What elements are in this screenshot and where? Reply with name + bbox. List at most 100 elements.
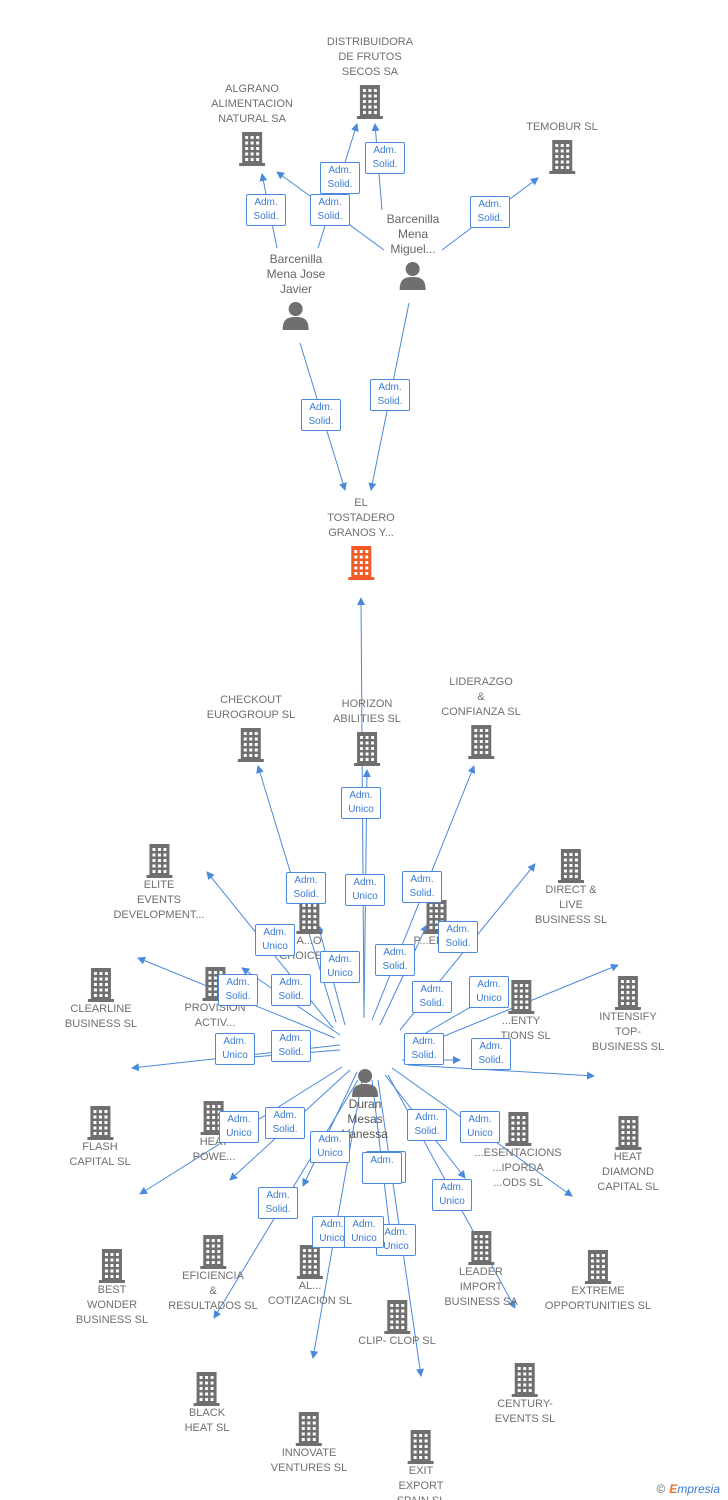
building-icon	[113, 842, 204, 878]
relation-badge[interactable]: Adm. Solid.	[365, 142, 405, 174]
company-node-century[interactable]: CENTURY- EVENTS SL	[494, 1358, 556, 1427]
node-label: EL TOSTADERO GRANOS Y...	[327, 497, 395, 539]
person-node-p-miguel[interactable]: Barcenilla Mena Miguel...	[386, 212, 440, 290]
copyright-symbol: ©	[656, 1482, 666, 1496]
relation-badge[interactable]: Adm. Solid.	[320, 162, 360, 194]
relation-badge[interactable]: Adm. Solid.	[404, 1033, 444, 1065]
relation-badge[interactable]: Adm. Solid.	[370, 379, 410, 411]
building-icon	[168, 1233, 257, 1269]
relation-badge[interactable]: Adm. Solid.	[218, 974, 258, 1006]
relation-badge[interactable]: Adm. Solid.	[310, 194, 350, 226]
relation-badge[interactable]: Adm. Solid.	[286, 872, 326, 904]
company-node-bestwonder[interactable]: BEST WONDER BUSINESS SL	[76, 1244, 148, 1328]
relation-badge[interactable]: Adm. Unico	[255, 924, 295, 956]
relation-badge[interactable]: Adm. Unico	[310, 1131, 350, 1163]
node-label: TEMOBUR SL	[526, 121, 598, 133]
relation-badge[interactable]: Adm. Solid.	[412, 981, 452, 1013]
node-label: CLEARLINE BUSINESS SL	[64, 1003, 138, 1030]
relation-badge[interactable]: Adm. Solid.	[271, 974, 311, 1006]
person-node-p-jose[interactable]: Barcenilla Mena Jose Javier	[266, 252, 326, 330]
node-label: ELITE EVENTS DEVELOPMENT...	[113, 879, 205, 921]
company-node-direct[interactable]: DIRECT & LIVE BUSINESS SL	[535, 844, 607, 928]
building-icon	[69, 1104, 130, 1140]
company-node-blackheat[interactable]: BLACK HEAT SL	[184, 1367, 230, 1436]
relation-badge[interactable]: Adm. Unico	[219, 1111, 259, 1143]
company-node-liderazgo[interactable]: LIDERAZGO & CONFIANZA SL	[441, 675, 521, 759]
building-icon	[271, 1410, 347, 1446]
relation-badge[interactable]: Adm. Solid.	[438, 921, 478, 953]
node-label: EXTREME OPPORTUNITIES SL	[544, 1285, 652, 1312]
relation-badge[interactable]: Adm. Unico	[460, 1111, 500, 1143]
building-icon	[535, 847, 607, 883]
relation-badge[interactable]: Adm.	[362, 1152, 402, 1184]
building-icon	[441, 723, 520, 759]
relation-badge[interactable]: Adm. Solid.	[301, 399, 341, 431]
company-node-innovate[interactable]: INNOVATE VENTURES SL	[271, 1407, 347, 1476]
company-node-ampurdan[interactable]: ...ESENTACIONS ...IPORDA ...ODS SL	[474, 1107, 562, 1191]
building-icon	[207, 726, 295, 762]
company-node-heatdiamond[interactable]: HEAT DIAMOND CAPITAL SL	[597, 1111, 659, 1195]
company-node-exit[interactable]: EXIT EXPORT SPAIN SL	[397, 1425, 446, 1500]
building-icon	[185, 1370, 230, 1406]
building-icon	[545, 1248, 651, 1284]
relation-badge[interactable]: Adm. Unico	[320, 951, 360, 983]
relation-badge[interactable]: Adm. Unico	[345, 874, 385, 906]
relation-badge[interactable]: Adm. Solid.	[265, 1107, 305, 1139]
brand-first-letter: E	[669, 1482, 678, 1496]
relation-badge[interactable]: Adm. Solid.	[407, 1109, 447, 1141]
person-icon	[342, 1067, 388, 1097]
company-node-clipclop[interactable]: CLIP- CLOP SL	[358, 1295, 436, 1349]
node-label: ...ENTY ...TIONS SL	[491, 1015, 551, 1042]
building-icon	[592, 974, 664, 1010]
relation-badge[interactable]: Adm. Unico	[215, 1033, 255, 1065]
node-label: CLIP- CLOP SL	[358, 1335, 436, 1347]
brand-name: mpresia	[677, 1482, 720, 1496]
edge-duran-to-heatdiamond	[407, 1064, 595, 1080]
company-node-flash[interactable]: FLASH CAPITAL SL	[69, 1101, 131, 1170]
node-label: BLACK HEAT SL	[184, 1407, 230, 1434]
relation-badge[interactable]: Adm. Solid.	[258, 1187, 298, 1219]
node-label: LIDERAZGO & CONFIANZA SL	[441, 676, 521, 718]
person-node-duran[interactable]: Duran Mesas Vanessa	[342, 1064, 388, 1142]
relation-badge[interactable]: Adm. Solid.	[246, 194, 286, 226]
company-node-eficiencia[interactable]: EFICIENCIA & RESULTADOS SL	[168, 1230, 258, 1314]
building-icon	[526, 138, 598, 174]
edge-duran-to-cotizacion	[302, 1071, 358, 1187]
company-node-leader[interactable]: LEADER IMPORT BUSINESS SA	[444, 1226, 518, 1310]
relation-badge[interactable]: Adm. Unico	[344, 1216, 384, 1248]
relation-badge[interactable]: Adm. Unico	[469, 976, 509, 1008]
node-label: INTENSIFY TOP- BUSINESS SL	[591, 1011, 665, 1053]
building-icon	[474, 1110, 561, 1146]
node-label: Barcenilla Mena Miguel...	[386, 212, 440, 256]
company-node-cotizacion[interactable]: AL... COTIZACION SL	[268, 1240, 352, 1309]
company-node-distribuidora[interactable]: DISTRIBUIDORA DE FRUTOS SECOS SA	[327, 35, 413, 119]
company-node-extreme[interactable]: EXTREME OPPORTUNITIES SL	[545, 1245, 651, 1314]
building-icon	[397, 1428, 446, 1464]
relation-badge[interactable]: Adm. Solid.	[271, 1030, 311, 1062]
company-node-algrano[interactable]: ALGRANO ALIMENTACION NATURAL SA	[211, 82, 293, 166]
company-node-clearline[interactable]: CLEARLINE BUSINESS SL	[65, 963, 137, 1032]
relation-badge[interactable]: Adm. Solid.	[375, 944, 415, 976]
company-node-temobur[interactable]: TEMOBUR SL	[526, 120, 598, 174]
company-node-checkout[interactable]: CHECKOUT EUROGROUP SL	[207, 693, 295, 762]
node-label: CENTURY- EVENTS SL	[494, 1398, 556, 1425]
company-node-tostadero[interactable]: EL TOSTADERO GRANOS Y...	[327, 496, 395, 580]
building-icon	[211, 130, 293, 166]
building-icon	[268, 1243, 352, 1279]
building-icon	[444, 1229, 517, 1265]
building-icon	[358, 1298, 435, 1334]
company-node-horizon[interactable]: HORIZON ABILITIES SL	[333, 697, 401, 766]
company-node-intensify[interactable]: INTENSIFY TOP- BUSINESS SL	[592, 971, 664, 1055]
node-label: AL... COTIZACION SL	[267, 1280, 353, 1307]
building-icon	[495, 1361, 556, 1397]
relation-badge[interactable]: Adm. Solid.	[470, 196, 510, 228]
building-icon	[333, 730, 401, 766]
relation-badge[interactable]: Adm. Solid.	[402, 871, 442, 903]
node-label: Barcenilla Mena Jose Javier	[266, 252, 326, 296]
company-node-elite[interactable]: ELITE EVENTS DEVELOPMENT...	[113, 839, 205, 923]
relation-badge[interactable]: Adm. Unico	[341, 787, 381, 819]
company-node-twenty[interactable]: ...ENTY ...TIONS SL	[491, 975, 551, 1044]
relation-badge[interactable]: Adm. Solid.	[471, 1038, 511, 1070]
node-label: DISTRIBUIDORA DE FRUTOS SECOS SA	[326, 36, 414, 78]
relation-badge[interactable]: Adm. Unico	[432, 1179, 472, 1211]
